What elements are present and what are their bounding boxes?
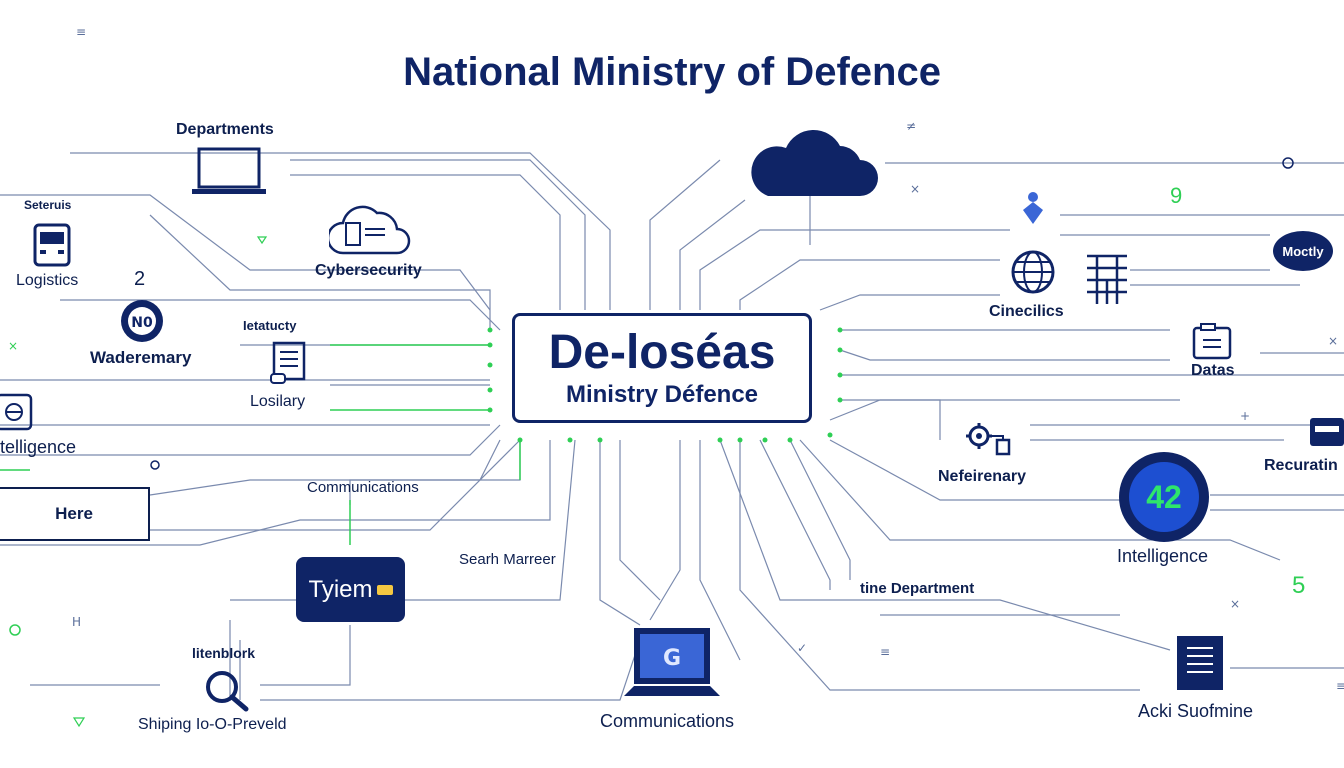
svg-text:×: × bbox=[1328, 334, 1338, 348]
label-intelligence-right: Intelligence bbox=[1117, 546, 1209, 566]
label-intelligence-left: telligence bbox=[0, 437, 77, 457]
label-departments: Departments bbox=[176, 121, 274, 138]
here-label: Here bbox=[55, 504, 93, 523]
label-tine-department: tine Department bbox=[860, 580, 975, 597]
svg-text:≡: ≡ bbox=[880, 645, 890, 659]
label-datas: Datas bbox=[1191, 362, 1235, 379]
central-hub[interactable]: De-loséas Ministry Défence bbox=[512, 313, 812, 423]
label-losilary: Losilary bbox=[250, 393, 306, 410]
label-litenblork: litenblork bbox=[192, 645, 256, 661]
label-seteruis: Seteruis bbox=[24, 198, 72, 212]
label-ietatucty: Ietatucty bbox=[243, 318, 297, 333]
cloud-icon bbox=[751, 130, 878, 196]
globe-icon bbox=[1011, 250, 1055, 294]
hub-main-label: De-loséas bbox=[548, 326, 776, 379]
here-box[interactable]: Here bbox=[0, 487, 150, 541]
svg-text:N0: N0 bbox=[131, 315, 153, 331]
file-icon bbox=[1177, 636, 1223, 690]
document-icon bbox=[270, 341, 306, 384]
svg-text:G: G bbox=[663, 646, 681, 671]
label-waderemary: Waderemary bbox=[90, 348, 192, 367]
tyiem-label: Tyiem bbox=[308, 575, 373, 603]
cloud-server-icon bbox=[329, 205, 411, 255]
mostly-label: Moctly bbox=[1282, 243, 1324, 259]
mostly-badge[interactable]: Moctly bbox=[1273, 231, 1333, 271]
label-recurating: Recuratin bbox=[1264, 457, 1338, 474]
label-searh-marreer: Searh Marreer bbox=[459, 551, 556, 568]
label-number-2: 2 bbox=[134, 268, 146, 290]
badge-42[interactable]: 42 bbox=[1119, 452, 1209, 542]
folder-document-icon bbox=[1192, 323, 1232, 360]
label-cinecilics: Cinecilics bbox=[989, 303, 1064, 320]
svg-text:≠: ≠ bbox=[906, 119, 916, 133]
label-cybersecurity: Cybersecurity bbox=[315, 262, 422, 279]
svg-text:≡: ≡ bbox=[76, 25, 86, 39]
gear-connector-icon bbox=[966, 423, 1011, 456]
svg-text:×: × bbox=[8, 339, 18, 353]
svg-text:×: × bbox=[1230, 597, 1240, 611]
svg-text:×: × bbox=[910, 182, 920, 196]
page-title: National Ministry of Defence bbox=[403, 50, 941, 94]
label-communications-bottom: Communications bbox=[600, 711, 735, 731]
label-nefeirenary: Nefeirenary bbox=[938, 468, 1027, 485]
label-number-9: 9 bbox=[1170, 183, 1183, 208]
label-number-5: 5 bbox=[1292, 572, 1306, 599]
terminal-icon bbox=[33, 223, 71, 267]
person-node-icon bbox=[1023, 192, 1043, 224]
tyiem-card[interactable]: Tyiem bbox=[296, 557, 405, 622]
svg-text:+: + bbox=[1240, 409, 1250, 423]
battery-box-icon bbox=[1310, 418, 1344, 446]
svg-text:✓: ✓ bbox=[797, 641, 807, 655]
emblem-icon: N0 bbox=[121, 300, 163, 342]
label-shiping: Shiping Io-O-Preveld bbox=[138, 716, 287, 733]
chip-icon bbox=[376, 584, 393, 595]
svg-text:H: H bbox=[72, 615, 81, 629]
label-communications-small: Communications bbox=[307, 479, 419, 496]
circuit-icon bbox=[1087, 254, 1127, 304]
label-logistics: Logistics bbox=[16, 272, 79, 289]
hub-sub-label: Ministry Défence bbox=[565, 381, 759, 408]
badge-42-value: 42 bbox=[1129, 462, 1199, 532]
label-acki-suofmine: Acki Suofmine bbox=[1138, 701, 1254, 721]
search-icon[interactable] bbox=[202, 668, 250, 712]
laptop-icon bbox=[192, 147, 266, 194]
laptop-screen-icon: G bbox=[624, 628, 720, 696]
device-icon bbox=[0, 393, 33, 431]
svg-text:≡: ≡ bbox=[1336, 679, 1344, 693]
